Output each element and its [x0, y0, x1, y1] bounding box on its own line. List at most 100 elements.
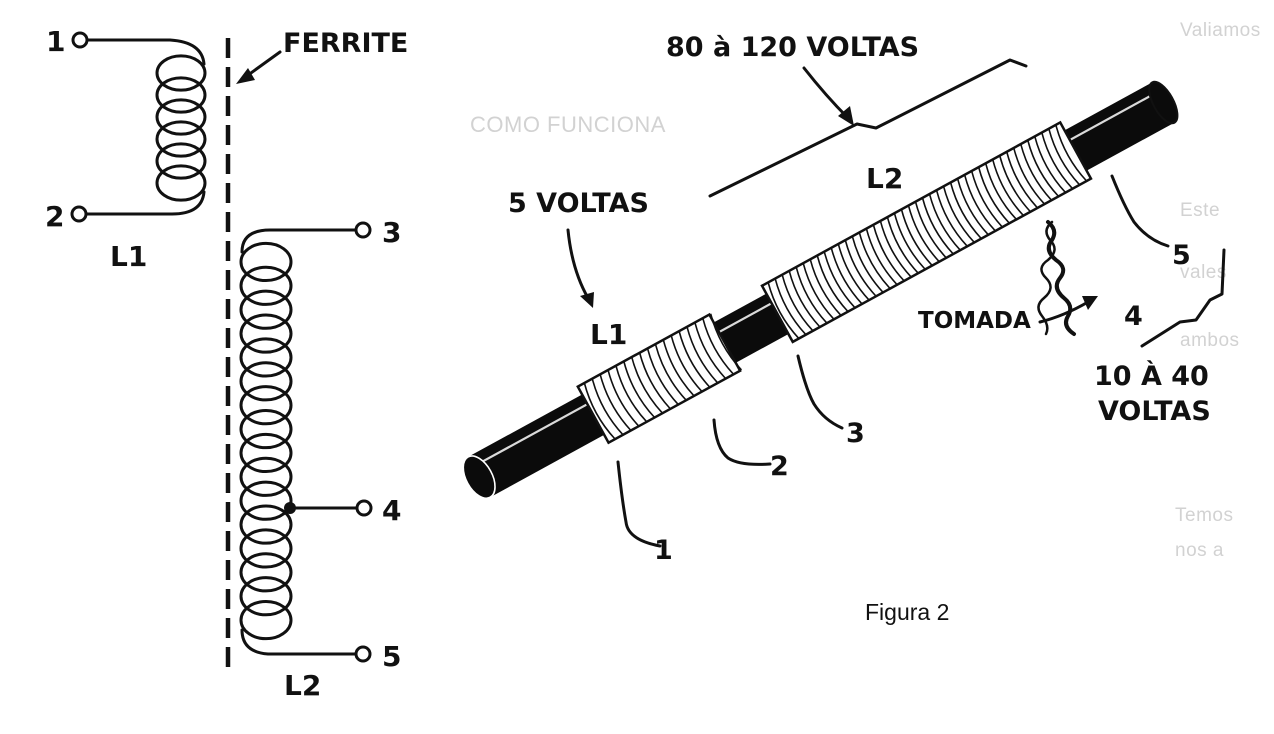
- terminal-5-post: [354, 645, 372, 663]
- tap-pointer-arrowhead: [1082, 296, 1098, 310]
- wind-l2-turn: [788, 270, 821, 328]
- wind-l2-turn: [1034, 136, 1067, 194]
- wind-l2-turn: [900, 209, 933, 267]
- wind-l1-turn: [623, 361, 656, 419]
- l1-turns-label: 5 VOLTAS: [508, 188, 649, 219]
- wind-l2-turn: [886, 216, 919, 274]
- lead-5-number: 5: [1172, 240, 1191, 271]
- wind-l2-turn: [802, 262, 835, 320]
- tap-turns-brace: [1140, 248, 1226, 348]
- wind-l1-turn: [654, 343, 687, 401]
- coil-l2-loop: [239, 528, 293, 569]
- wind-l2-turn: [949, 182, 982, 240]
- wind-l2-turn: [928, 193, 961, 251]
- tap-turns-label-line1: 10 À 40: [1094, 360, 1209, 392]
- tap-label: TOMADA: [918, 308, 1031, 334]
- wind-l2-turn: [942, 186, 975, 244]
- wind-l2-turn: [872, 224, 905, 282]
- wind-l2-turn: [921, 197, 954, 255]
- l1-turns-pointer: [566, 228, 590, 300]
- wind-l2-turn: [970, 170, 1003, 228]
- coil-l2-loop: [239, 432, 293, 474]
- wind-l2-turn: [1041, 132, 1074, 190]
- coil-l2-loop: [239, 576, 293, 617]
- wind-l1-turn: [694, 322, 727, 380]
- coil-l1-loop: [155, 142, 207, 180]
- pictorial-diagram: 1 2 3 4 5 80 à 120 VOLTAS L2 5 VOLTAS L1…: [462, 32, 1226, 625]
- ferrite-rod-far-end: [1148, 80, 1179, 125]
- terminal-3-post: [354, 221, 372, 239]
- wind-l2-turn: [1048, 128, 1081, 186]
- coil-l2-loop: [239, 265, 293, 306]
- l2-turns-pointer: [802, 66, 850, 120]
- ferrite-pointer-arrowhead: [236, 68, 255, 84]
- wind-l2-turn: [1012, 147, 1046, 205]
- wind-l2-turn: [795, 266, 828, 324]
- lead-wire-3: [796, 354, 844, 430]
- lead-4-number: 4: [1124, 301, 1143, 332]
- terminal-3-number: 3: [382, 216, 401, 249]
- coil-l2-loop: [239, 289, 293, 330]
- coil-l1-loop: [155, 98, 207, 136]
- coil-l2-loop: [239, 385, 293, 426]
- schematic-diagram: FERRITE 1 2 L1 3 4 5 L2: [45, 25, 408, 702]
- wind-l2-turn: [830, 247, 863, 305]
- wind-l2-turn: [991, 159, 1025, 217]
- l2-turns-pointer-arrowhead: [838, 106, 854, 126]
- wind-l2-turn: [781, 274, 814, 332]
- wind-l1-turn: [686, 326, 719, 384]
- terminal-2-post: [70, 205, 88, 223]
- wind-l2-turn: [1027, 140, 1060, 197]
- wind-l1-turn: [662, 339, 695, 397]
- terminal-4-number: 4: [382, 494, 401, 527]
- wind-l1-turn: [709, 313, 743, 371]
- wind-l2-turn: [823, 251, 856, 309]
- lead-wire-1: [616, 460, 662, 548]
- coil-l2-loop: [239, 599, 293, 641]
- coil-l2-loop: [239, 408, 293, 450]
- tap-turns-label-line2: VOLTAS: [1098, 396, 1211, 427]
- wind-l2-turn: [774, 278, 807, 336]
- coil-l2-loop: [239, 337, 293, 378]
- coil-l2-bottom-lead: [240, 628, 358, 656]
- wind-l2-turn: [837, 243, 870, 301]
- l1-coil-label: L1: [590, 318, 627, 351]
- wind-l2-turn: [907, 205, 940, 263]
- wind-l2-turn: [1005, 151, 1039, 209]
- wind-l2-turn: [1055, 124, 1088, 182]
- coil-l1-loop: [155, 54, 207, 92]
- wind-l2-turn: [851, 236, 884, 293]
- wind-l1-turn: [670, 335, 703, 393]
- ferrite-label: FERRITE: [283, 28, 408, 59]
- wind-l1-turn: [702, 317, 735, 375]
- l2-coil-label: L2: [866, 162, 903, 195]
- wind-l2-turn: [998, 155, 1032, 213]
- terminal-2-number: 2: [45, 200, 64, 233]
- ferrite-rod-near-end: [462, 455, 496, 500]
- coil-l2-loop: [239, 361, 293, 402]
- wind-l1-turn: [678, 330, 711, 388]
- l2-turns-label: 80 à 120 VOLTAS: [666, 32, 919, 63]
- lead-1-number: 1: [654, 535, 673, 566]
- wind-l2-turn: [809, 259, 842, 317]
- lead-3-number: 3: [846, 418, 865, 449]
- wind-l2-turn: [1019, 143, 1053, 201]
- coil-l1-top-lead: [85, 38, 206, 66]
- coil-l2-loop: [239, 313, 293, 354]
- coil-l1-loop: [155, 76, 207, 114]
- wind-l2-turn: [858, 232, 891, 290]
- wind-l1-turn: [583, 382, 616, 440]
- wind-l1-turn: [630, 356, 664, 414]
- wind-l2-turn: [963, 174, 996, 232]
- wind-l2-turn: [935, 189, 968, 247]
- lead-wire-4-twisted: [1046, 220, 1076, 336]
- terminal-4-post: [355, 499, 373, 517]
- wind-l1-turn: [607, 369, 640, 427]
- wind-l1-turn: [591, 378, 624, 436]
- winding-l2-band: [760, 120, 1093, 344]
- wind-l2-turn: [816, 255, 849, 313]
- l1-turns-pointer-arrowhead: [580, 292, 594, 308]
- wind-l2-turn: [844, 239, 877, 297]
- wind-l2-turn: [767, 282, 800, 340]
